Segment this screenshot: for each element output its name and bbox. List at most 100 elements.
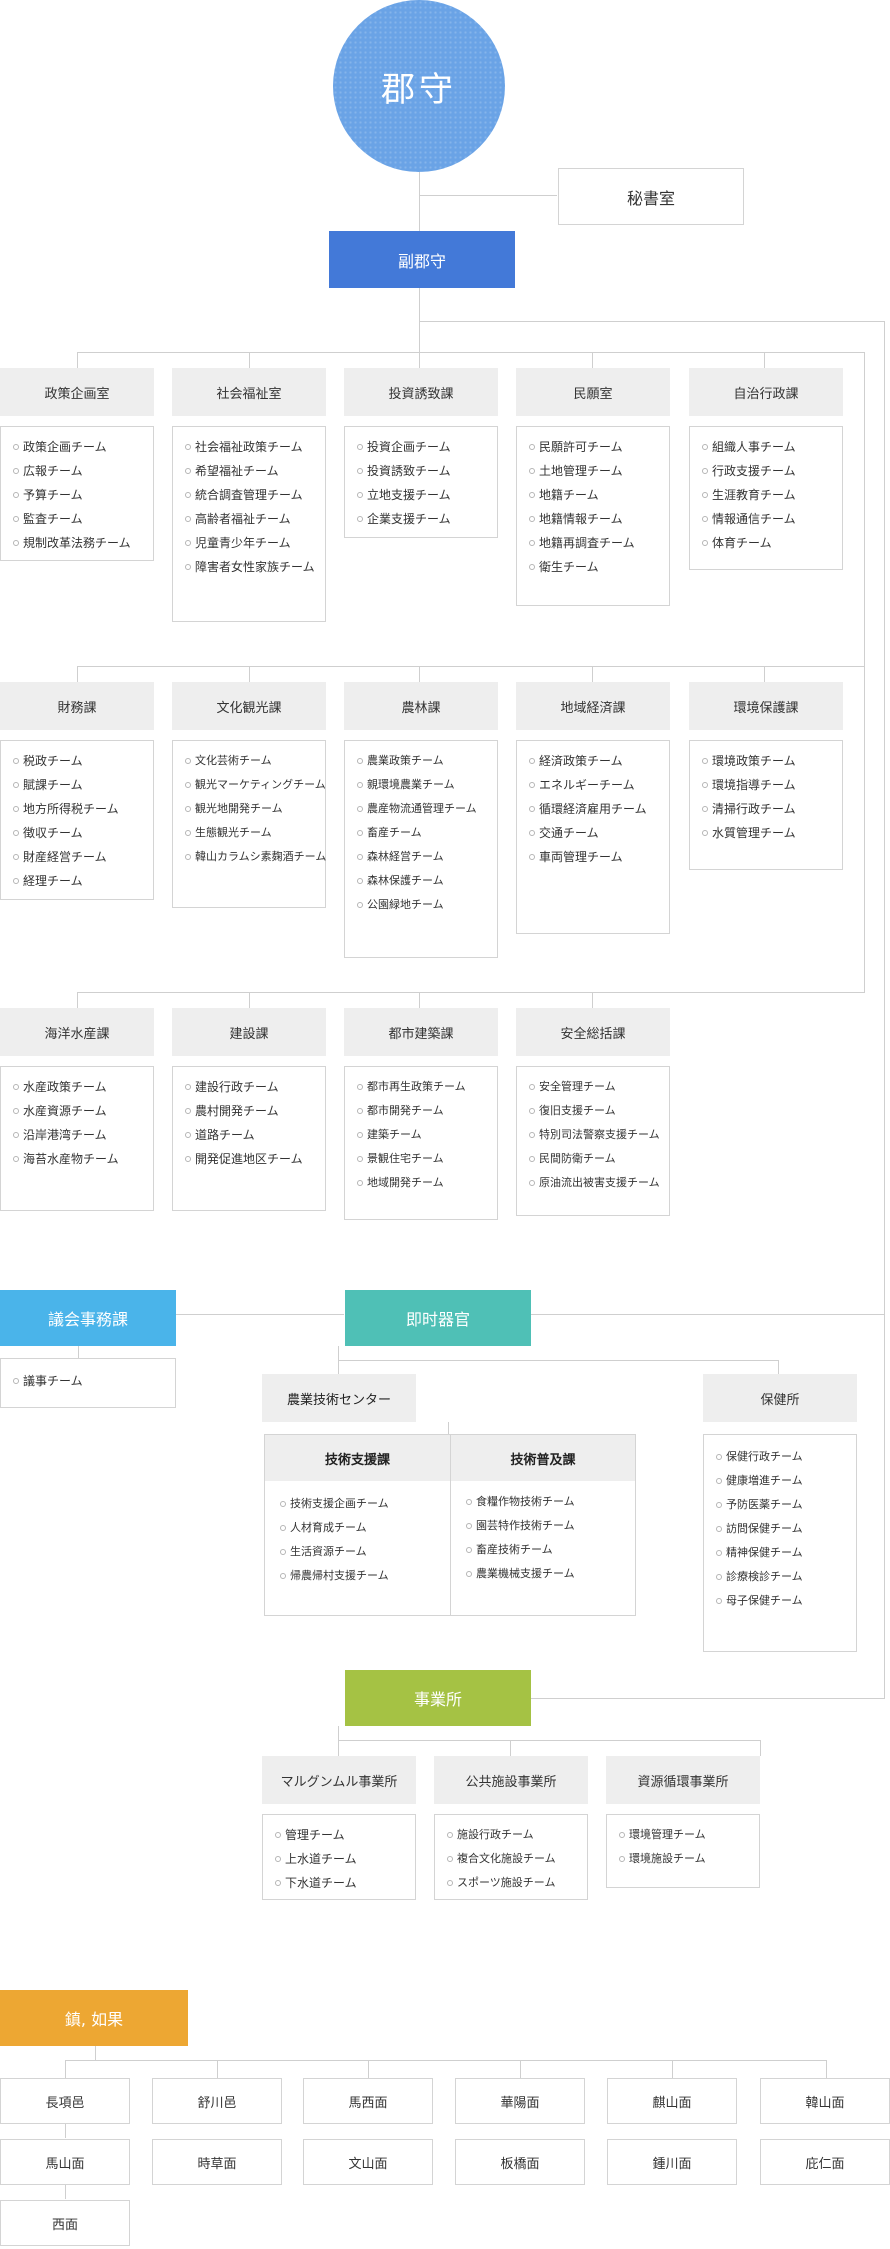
town-bien[interactable]: 庇仁面	[760, 2139, 890, 2185]
team-item: 建築チーム	[357, 1123, 491, 1147]
dept-environment[interactable]: 環境保護課	[689, 682, 843, 730]
team-item: 安全管理チーム	[529, 1075, 663, 1099]
office-resource-recycling[interactable]: 資源循環事業所	[606, 1756, 760, 1804]
dept-construction[interactable]: 建設課	[172, 1008, 326, 1056]
team-item: 公園緑地チーム	[357, 893, 491, 917]
team-item: 海苔水産物チーム	[13, 1147, 147, 1171]
town-seocheon[interactable]: 舒川邑	[152, 2078, 282, 2124]
team-item: 技術支援企画チーム	[280, 1492, 442, 1516]
dept-finance[interactable]: 財務課	[0, 682, 154, 730]
team-item: 組織人事チーム	[702, 435, 836, 459]
office-marugunmul[interactable]: マルグンムル事業所	[262, 1756, 416, 1804]
team-item: 土地管理チーム	[529, 459, 663, 483]
town-seo[interactable]: 西面	[0, 2200, 130, 2246]
town-hansan[interactable]: 韓山面	[760, 2078, 890, 2124]
team-item: 森林保護チーム	[357, 869, 491, 893]
dept-policy-planning[interactable]: 政策企画室	[0, 368, 154, 416]
team-item: 環境施設チーム	[619, 1847, 753, 1871]
dept-autonomous-admin[interactable]: 自治行政課	[689, 368, 843, 416]
agri-tech-center[interactable]: 農業技術センター	[262, 1374, 416, 1422]
team-list: 環境管理チーム 環境施設チーム	[606, 1814, 760, 1888]
dept-agriculture-forestry[interactable]: 農林課	[344, 682, 498, 730]
business-office[interactable]: 事業所	[345, 1670, 531, 1726]
team-item: 親環境農業チーム	[357, 773, 491, 797]
team-item: 経済政策チーム	[529, 749, 663, 773]
team-item: 障害者女性家族チーム	[185, 555, 319, 579]
team-item: 水産資源チーム	[13, 1099, 147, 1123]
town-jongcheon[interactable]: 鍾川面	[607, 2139, 737, 2185]
team-item: 人材育成チーム	[280, 1516, 442, 1540]
affiliated-agency[interactable]: 即时器官	[345, 1290, 531, 1346]
team-item: 立地支援チーム	[357, 483, 491, 507]
team-list: 技術支援企画チーム 人材育成チーム 生活資源チーム 帰農帰村支援チーム	[266, 1484, 448, 1594]
tech-support-division[interactable]: 技術支援課	[265, 1435, 450, 1481]
team-item: 復旧支援チーム	[529, 1099, 663, 1123]
team-item: 上水道チーム	[275, 1847, 409, 1871]
town-maseo[interactable]: 馬西面	[303, 2078, 433, 2124]
team-list: 議事チーム	[0, 1358, 176, 1408]
team-list: 食糧作物技術チーム 園芸特作技術チーム 畜産技術チーム 農業機械支援チーム	[452, 1482, 634, 1592]
office-public-facilities[interactable]: 公共施設事業所	[434, 1756, 588, 1804]
secretary-office[interactable]: 秘書室	[558, 168, 744, 225]
dept-social-welfare[interactable]: 社会福祉室	[172, 368, 326, 416]
team-item: 農業機械支援チーム	[466, 1562, 628, 1586]
team-item: スポーツ施設チーム	[447, 1871, 581, 1895]
team-list: 民願許可チーム 土地管理チーム 地籍チーム 地籍情報チーム 地籍再調査チーム 衛…	[516, 426, 670, 606]
team-item: 車両管理チーム	[529, 845, 663, 869]
team-item: 投資誘致チーム	[357, 459, 491, 483]
team-list: 農業政策チーム 親環境農業チーム 農産物流通管理チーム 畜産チーム 森林経営チー…	[344, 740, 498, 958]
team-item: 地域開発チーム	[357, 1171, 491, 1195]
team-item: 社会福祉政策チーム	[185, 435, 319, 459]
team-list: 都市再生政策チーム 都市開発チーム 建築チーム 景観住宅チーム 地域開発チーム	[344, 1066, 498, 1220]
dept-urban-architecture[interactable]: 都市建築課	[344, 1008, 498, 1056]
team-item: 精神保健チーム	[716, 1541, 850, 1565]
team-item: 原油流出被害支援チーム	[529, 1171, 663, 1195]
team-item: 統合調査管理チーム	[185, 483, 319, 507]
team-item: 診療検診チーム	[716, 1565, 850, 1589]
team-item: 税政チーム	[13, 749, 147, 773]
town-sicho[interactable]: 時草面	[152, 2139, 282, 2185]
team-list: 社会福祉政策チーム 希望福祉チーム 統合調査管理チーム 高齢者福祉チーム 児童青…	[172, 426, 326, 622]
team-item: 高齢者福祉チーム	[185, 507, 319, 531]
team-item: 交通チーム	[529, 821, 663, 845]
team-list: 水産政策チーム 水産資源チーム 沿岸港湾チーム 海苔水産物チーム	[0, 1066, 154, 1211]
team-item: 行政支援チーム	[702, 459, 836, 483]
team-item: 施設行政チーム	[447, 1823, 581, 1847]
team-item: 議事チーム	[13, 1369, 169, 1393]
team-item: 予防医薬チーム	[716, 1493, 850, 1517]
team-list: 管理チーム 上水道チーム 下水道チーム	[262, 1814, 416, 1900]
team-item: 森林経営チーム	[357, 845, 491, 869]
town-hwayang[interactable]: 華陽面	[455, 2078, 585, 2124]
town-gisan[interactable]: 麒山面	[607, 2078, 737, 2124]
team-item: 生涯教育チーム	[702, 483, 836, 507]
health-center[interactable]: 保健所	[703, 1374, 857, 1422]
team-item: 畜産技術チーム	[466, 1538, 628, 1562]
team-item: 生態観光チーム	[185, 821, 319, 845]
dept-safety[interactable]: 安全総括課	[516, 1008, 670, 1056]
town-masan[interactable]: 馬山面	[0, 2139, 130, 2185]
team-list: 環境政策チーム 環境指導チーム 清掃行政チーム 水質管理チーム	[689, 740, 843, 870]
team-item: 衛生チーム	[529, 555, 663, 579]
team-item: 生活資源チーム	[280, 1540, 442, 1564]
team-item: 水産政策チーム	[13, 1075, 147, 1099]
town-munsan[interactable]: 文山面	[303, 2139, 433, 2185]
tech-extension-division[interactable]: 技術普及課	[451, 1435, 635, 1481]
team-item: 観光地開発チーム	[185, 797, 319, 821]
towns-header[interactable]: 鎮, 如果	[0, 1990, 188, 2046]
team-item: 水質管理チーム	[702, 821, 836, 845]
team-item: 情報通信チーム	[702, 507, 836, 531]
dept-culture-tourism[interactable]: 文化観光課	[172, 682, 326, 730]
council-office[interactable]: 議会事務課	[0, 1290, 176, 1346]
team-item: 建設行政チーム	[185, 1075, 319, 1099]
root-county-head[interactable]: 郡守	[333, 0, 505, 172]
team-item: 賦課チーム	[13, 773, 147, 797]
team-item: 民間防衛チーム	[529, 1147, 663, 1171]
team-list: 投資企画チーム 投資誘致チーム 立地支援チーム 企業支援チーム	[344, 426, 498, 538]
town-pangyo[interactable]: 板橋面	[455, 2139, 585, 2185]
vice-county-head[interactable]: 副郡守	[329, 231, 515, 288]
dept-investment[interactable]: 投資誘致課	[344, 368, 498, 416]
dept-civil-affairs[interactable]: 民願室	[516, 368, 670, 416]
town-janghang[interactable]: 長項邑	[0, 2078, 130, 2124]
dept-regional-economy[interactable]: 地域経済課	[516, 682, 670, 730]
dept-marine-fisheries[interactable]: 海洋水産課	[0, 1008, 154, 1056]
